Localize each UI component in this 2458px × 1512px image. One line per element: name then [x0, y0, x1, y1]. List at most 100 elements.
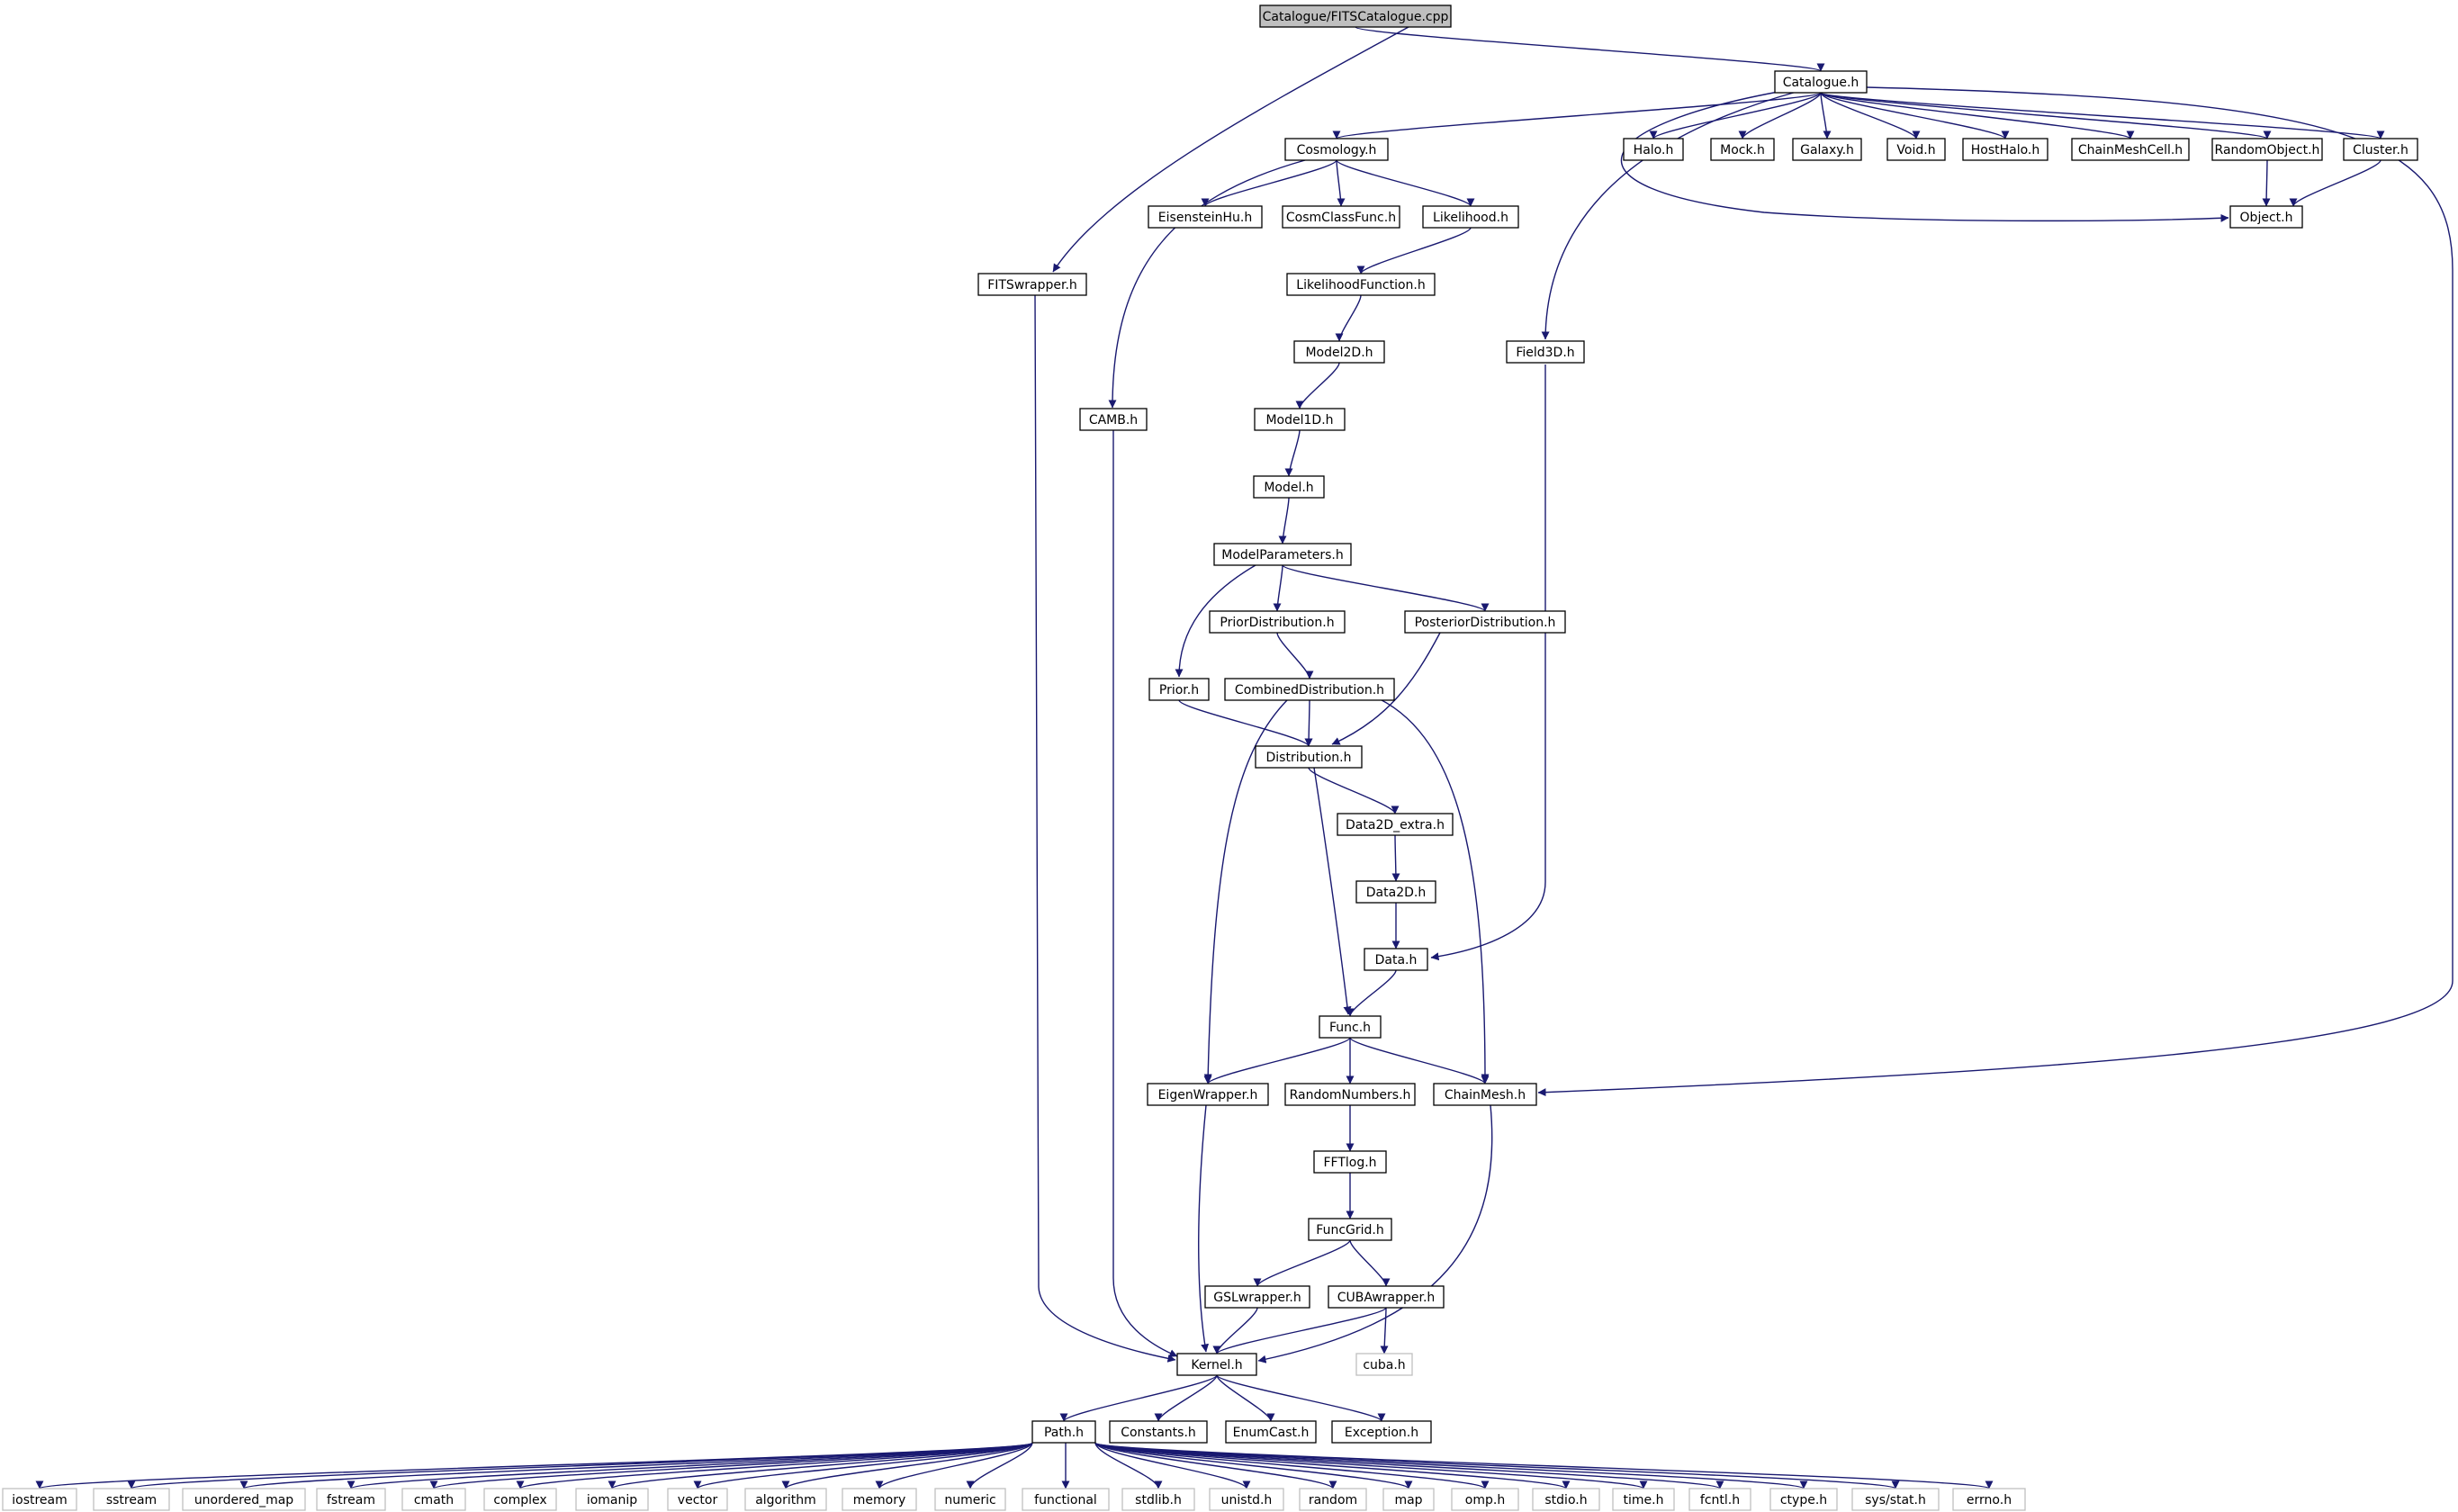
edge-path-to-sstream [128, 1442, 1033, 1490]
node-functional[interactable]: functional [1022, 1488, 1110, 1511]
node-hosthalo[interactable]: HostHalo.h [1962, 138, 2048, 161]
node-cuba[interactable]: cuba.h [1355, 1353, 1413, 1376]
node-fcntl[interactable]: fcntl.h [1688, 1488, 1751, 1511]
node-label: ChainMeshCell.h [2078, 143, 2183, 158]
node-memory[interactable]: memory [842, 1488, 917, 1511]
node-cosmclassfunc[interactable]: CosmClassFunc.h [1282, 205, 1400, 229]
node-path[interactable]: Path.h [1031, 1420, 1096, 1444]
node-distribution[interactable]: Distribution.h [1255, 745, 1363, 769]
node-data2dextra[interactable]: Data2D_extra.h [1337, 813, 1454, 836]
node-iomanip[interactable]: iomanip [575, 1488, 649, 1511]
node-chainmeshcell[interactable]: ChainMeshCell.h [2071, 138, 2190, 161]
node-prior[interactable]: Prior.h [1148, 678, 1210, 701]
node-time[interactable]: time.h [1612, 1488, 1675, 1511]
node-box [316, 1488, 386, 1511]
node-unistd[interactable]: unistd.h [1209, 1488, 1284, 1511]
node-label: cuba.h [1363, 1358, 1405, 1372]
node-random[interactable]: random [1299, 1488, 1367, 1511]
node-galaxy[interactable]: Galaxy.h [1792, 138, 1862, 161]
edge-path-to-iostream [36, 1442, 1033, 1490]
node-label: Mock.h [1720, 143, 1765, 158]
edge-path-to-unordered_map [240, 1442, 1033, 1490]
node-label: PriorDistribution.h [1220, 616, 1334, 630]
node-funcgrid[interactable]: FuncGrid.h [1308, 1218, 1392, 1241]
node-root[interactable]: Catalogue/FITSCatalogue.cpp [1259, 4, 1452, 28]
node-complex[interactable]: complex [483, 1488, 557, 1511]
node-combineddistribution[interactable]: CombinedDistribution.h [1224, 678, 1395, 701]
node-box [934, 1488, 1006, 1511]
node-cluster[interactable]: Cluster.h [2343, 138, 2418, 161]
node-map[interactable]: map [1382, 1488, 1435, 1511]
node-fstream[interactable]: fstream [316, 1488, 386, 1511]
node-object[interactable]: Object.h [2229, 205, 2303, 229]
node-likelihoodfunction[interactable]: LikelihoodFunction.h [1286, 273, 1436, 296]
node-numeric[interactable]: numeric [934, 1488, 1006, 1511]
node-label: Model2D.h [1305, 346, 1373, 360]
node-field3d[interactable]: Field3D.h [1506, 340, 1585, 364]
edge-catalogue-to-chainmeshcell [1820, 92, 2135, 140]
node-box [1688, 1488, 1751, 1511]
node-vector[interactable]: vector [667, 1488, 728, 1511]
node-model2d[interactable]: Model2D.h [1293, 340, 1385, 364]
node-label: FFTlog.h [1323, 1156, 1376, 1170]
node-likelihood[interactable]: Likelihood.h [1422, 205, 1519, 229]
node-data2d[interactable]: Data2D.h [1355, 880, 1436, 904]
node-stdlib[interactable]: stdlib.h [1121, 1488, 1195, 1511]
node-box [1209, 1488, 1284, 1511]
node-box [1109, 1420, 1208, 1444]
node-randomnumbers[interactable]: RandomNumbers.h [1284, 1083, 1416, 1106]
node-algorithm[interactable]: algorithm [744, 1488, 827, 1511]
node-fitswrapper[interactable]: FITSwrapper.h [977, 273, 1087, 296]
node-box [1286, 273, 1436, 296]
node-box [2229, 205, 2303, 229]
node-exception[interactable]: Exception.h [1331, 1420, 1432, 1444]
edge-kernel-to-exception [1216, 1374, 1386, 1422]
node-priordistribution[interactable]: PriorDistribution.h [1209, 610, 1346, 634]
node-cmath[interactable]: cmath [401, 1488, 466, 1511]
node-eisensteinhu[interactable]: EisensteinHu.h [1148, 205, 1263, 229]
node-randomobject[interactable]: RandomObject.h [2211, 138, 2323, 161]
node-enumcast[interactable]: EnumCast.h [1225, 1420, 1317, 1444]
node-box [1259, 4, 1452, 28]
node-box [1337, 813, 1454, 836]
node-sysstat[interactable]: sys/stat.h [1851, 1488, 1940, 1511]
edge-eigenwrapper-to-kernel [1198, 1104, 1210, 1353]
node-void[interactable]: Void.h [1886, 138, 1946, 161]
node-modelparameters[interactable]: ModelParameters.h [1213, 543, 1352, 566]
edge-distribution-to-func [1313, 767, 1352, 1015]
edge-cluster-to-object [2289, 159, 2381, 207]
node-label: ModelParameters.h [1221, 548, 1344, 562]
node-chainmesh[interactable]: ChainMesh.h [1433, 1083, 1537, 1106]
node-kernel[interactable]: Kernel.h [1176, 1353, 1257, 1376]
node-box [1451, 1488, 1519, 1511]
node-eigenwrapper[interactable]: EigenWrapper.h [1147, 1083, 1269, 1106]
node-cubawrapper[interactable]: CUBAwrapper.h [1328, 1285, 1445, 1309]
node-data[interactable]: Data.h [1364, 948, 1428, 971]
node-iostream[interactable]: iostream [2, 1488, 77, 1511]
node-catalogue[interactable]: Catalogue.h [1774, 70, 1868, 94]
node-func[interactable]: Func.h [1319, 1015, 1382, 1039]
node-camb[interactable]: CAMB.h [1079, 408, 1148, 431]
node-label: iomanip [587, 1493, 637, 1508]
node-cosmology[interactable]: Cosmology.h [1284, 138, 1389, 161]
node-model1d[interactable]: Model1D.h [1254, 408, 1346, 431]
node-box [2071, 138, 2190, 161]
node-unordered_map[interactable]: unordered_map [182, 1488, 306, 1511]
node-box [1319, 1015, 1382, 1039]
node-sstream[interactable]: sstream [93, 1488, 170, 1511]
node-constants[interactable]: Constants.h [1109, 1420, 1208, 1444]
node-errno[interactable]: errno.h [1952, 1488, 2026, 1511]
node-fftlog[interactable]: FFTlog.h [1313, 1150, 1387, 1174]
node-halo[interactable]: Halo.h [1623, 138, 1684, 161]
node-label: Model.h [1264, 481, 1313, 495]
edge-distribution-to-data2dextra [1308, 767, 1400, 814]
node-mock[interactable]: Mock.h [1710, 138, 1775, 161]
edge-path-to-algorithm [781, 1442, 1033, 1490]
node-ctype[interactable]: ctype.h [1769, 1488, 1838, 1511]
node-gslwrapper[interactable]: GSLwrapper.h [1204, 1285, 1310, 1309]
node-model[interactable]: Model.h [1253, 475, 1325, 499]
node-omp[interactable]: omp.h [1451, 1488, 1519, 1511]
node-stdio[interactable]: stdio.h [1532, 1488, 1600, 1511]
node-label: Prior.h [1159, 683, 1199, 698]
node-posteriordistribution[interactable]: PosteriorDistribution.h [1404, 610, 1566, 634]
